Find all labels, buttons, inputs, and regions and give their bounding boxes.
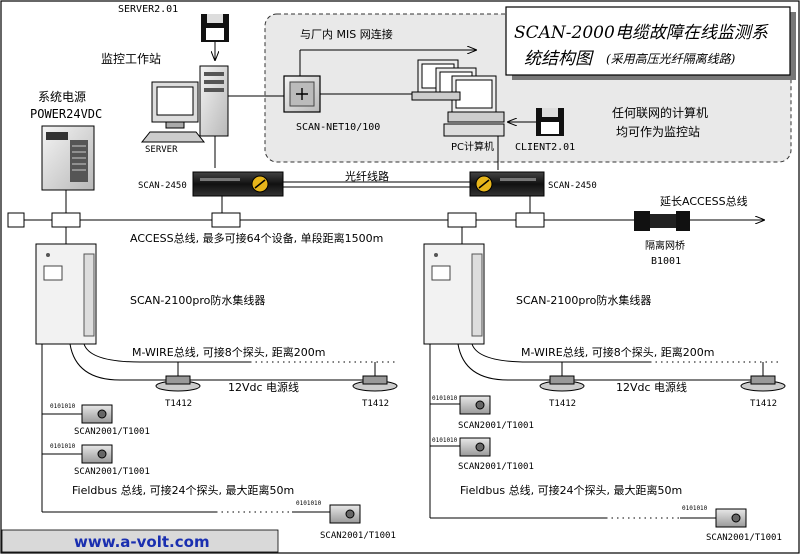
sensor-right-2-bits: 0101010 [432,437,458,444]
sensor-left-1-icon [81,404,113,424]
probe-right-2-icon [740,362,786,392]
sensor-right-2-label: SCAN2001/T1001 [458,462,534,472]
probe-left-1-icon [155,362,201,392]
scan-net-switch-icon [283,75,321,113]
footer-url[interactable]: www.a-volt.com [74,533,210,551]
sensor-right-1-icon [459,395,491,415]
power-supply-icon [41,125,95,191]
scan-2450-left-icon [192,171,284,197]
sensor-left-1-label: SCAN2001/T1001 [74,427,150,437]
sensor-right-1-bits: 0101010 [432,395,458,402]
sensor-left-2-icon [81,444,113,464]
fieldbus-left [41,344,330,513]
power-label1: 系统电源 [38,90,86,104]
sensor-right-3-bits: 0101010 [682,505,708,512]
footer-url-bar: www.a-volt.com [1,529,279,553]
mwire-left-label: M-WIRE总线, 可接8个探头, 距离200m [132,345,325,359]
power-line-left-label: 12Vdc 电源线 [228,380,299,394]
probe-right-1-icon [539,362,585,392]
power-line-right-label: 12Vdc 电源线 [616,380,687,394]
any-pc-line1: 任何联网的计算机 [612,105,708,120]
mwire-right [457,343,780,381]
sensor-left-2-bits: 0101010 [50,443,76,450]
fiber-left-label: SCAN-2450 [138,181,187,191]
collector-right-name: SCAN-2100pro防水集线器 [516,293,651,307]
client-version: CLIENT2.01 [515,142,575,153]
sensor-right-1-label: SCAN2001/T1001 [458,421,534,431]
sensor-left-3-bits: 0101010 [296,500,322,507]
fiber-line-label: 光纤线路 [345,169,389,183]
collector-left-name: SCAN-2100pro防水集线器 [130,293,265,307]
pc-cluster-icon [411,59,505,137]
bridge-model: B1001 [651,256,681,267]
sensor-right-3-icon [715,508,747,528]
fieldbus-right [429,344,716,519]
probe-left-2-icon [352,362,398,392]
probe-right-1-label: T1412 [549,399,576,409]
mis-label: 与厂内 MIS 网连接 [300,27,393,41]
fiber-right-label: SCAN-2450 [548,181,597,191]
sensor-left-1-bits: 0101010 [50,403,76,410]
probe-right-2-label: T1412 [750,399,777,409]
fieldbus-left-label: Fieldbus 总线, 可接24个探头, 最大距离50m [72,483,294,497]
any-pc-line2: 均可作为监控站 [616,125,700,139]
title-sub: (采用高压光纤隔离线路) [606,52,736,66]
workstation-label: 监控工作站 [101,52,161,66]
sensor-left-3-label: SCAN2001/T1001 [320,531,396,541]
sensor-left-3-icon [329,504,361,524]
power-label2: POWER24VDC [30,107,102,121]
title-second: 统结构图 [524,49,594,69]
bridge-label: 隔离网桥 [645,239,685,252]
probe-left-1-label: T1412 [165,399,192,409]
access-bus-label: ACCESS总线, 最多可接64个设备, 单段距离1500m [130,231,383,245]
net-label: SCAN-NET10/100 [296,122,380,133]
collector-left-icon [35,227,97,345]
sensor-left-2-label: SCAN2001/T1001 [74,467,150,477]
title-box-front: SCAN-2000电缆故障在线监测系 统结构图 (采用高压光纤隔离线路) [505,6,796,80]
sensor-right-2-icon [459,437,491,457]
server-disk-icon [201,14,229,42]
fieldbus-right-label: Fieldbus 总线, 可接24个探头, 最大距离50m [460,483,682,497]
workstation-computer-icon [140,65,229,143]
pc-label: PC计算机 [451,140,494,153]
client-disk-icon [536,108,564,136]
scan-2450-right-icon [469,171,545,197]
probe-left-2-label: T1412 [362,399,389,409]
isolation-bridge-icon [634,211,690,231]
sensor-right-3-label: SCAN2001/T1001 [706,533,782,543]
fiber-cable [283,181,470,188]
server-label: SERVER [145,145,178,155]
server-version: SERVER2.01 [118,4,178,15]
collector-right-icon [423,227,485,345]
title-main: SCAN-2000电缆故障在线监测系 [514,23,769,43]
mwire-right-label: M-WIRE总线, 可接8个探头, 距离200m [521,345,714,359]
extend-access-label: 延长ACCESS总线 [660,194,748,208]
mwire-left [69,343,395,381]
